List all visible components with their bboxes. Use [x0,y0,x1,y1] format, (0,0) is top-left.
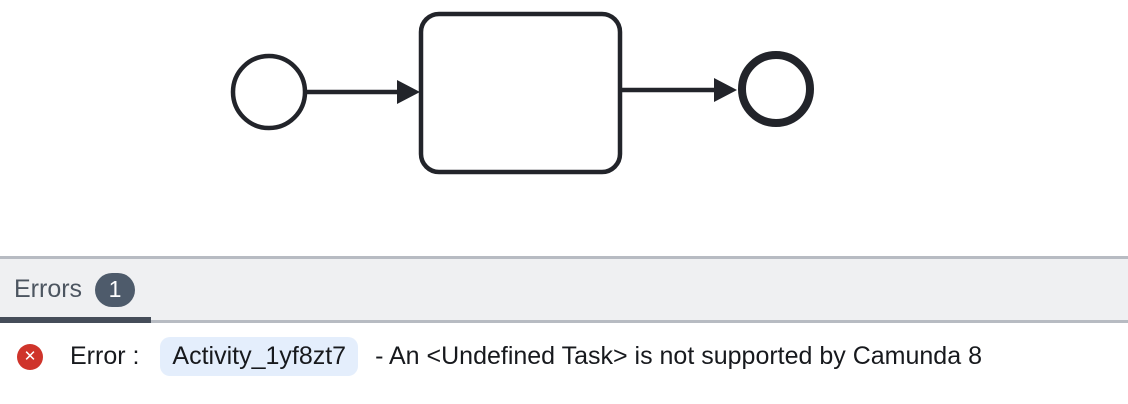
start-event-shape[interactable] [230,53,308,131]
active-tab-indicator [0,317,152,323]
problems-panel: Errors 1 ✕ Error : Activity_1yf8zt7 - An… [0,256,1128,404]
error-count-badge: 1 [95,272,136,307]
tab-errors[interactable]: Errors 1 [0,259,152,323]
diagram-canvas[interactable] [0,0,1128,256]
error-severity-label: Error : [70,342,147,370]
sequence-flow-1[interactable] [306,80,420,104]
sequence-flow-2[interactable] [621,78,737,102]
end-event-shape[interactable] [738,51,814,127]
tab-errors-label: Errors [14,275,83,303]
error-icon: ✕ [17,343,43,370]
panel-tab-bar: Errors 1 [0,256,1128,323]
error-list: ✕ Error : Activity_1yf8zt7 - An <Undefin… [0,323,1128,404]
error-message-text: - An <Undefined Task> is not supported b… [375,342,982,370]
error-element-id-link[interactable]: Activity_1yf8zt7 [160,337,359,376]
error-list-item[interactable]: ✕ Error : Activity_1yf8zt7 - An <Undefin… [17,337,1128,376]
bpmn-diagram [230,11,814,175]
task-shape[interactable] [418,11,623,175]
